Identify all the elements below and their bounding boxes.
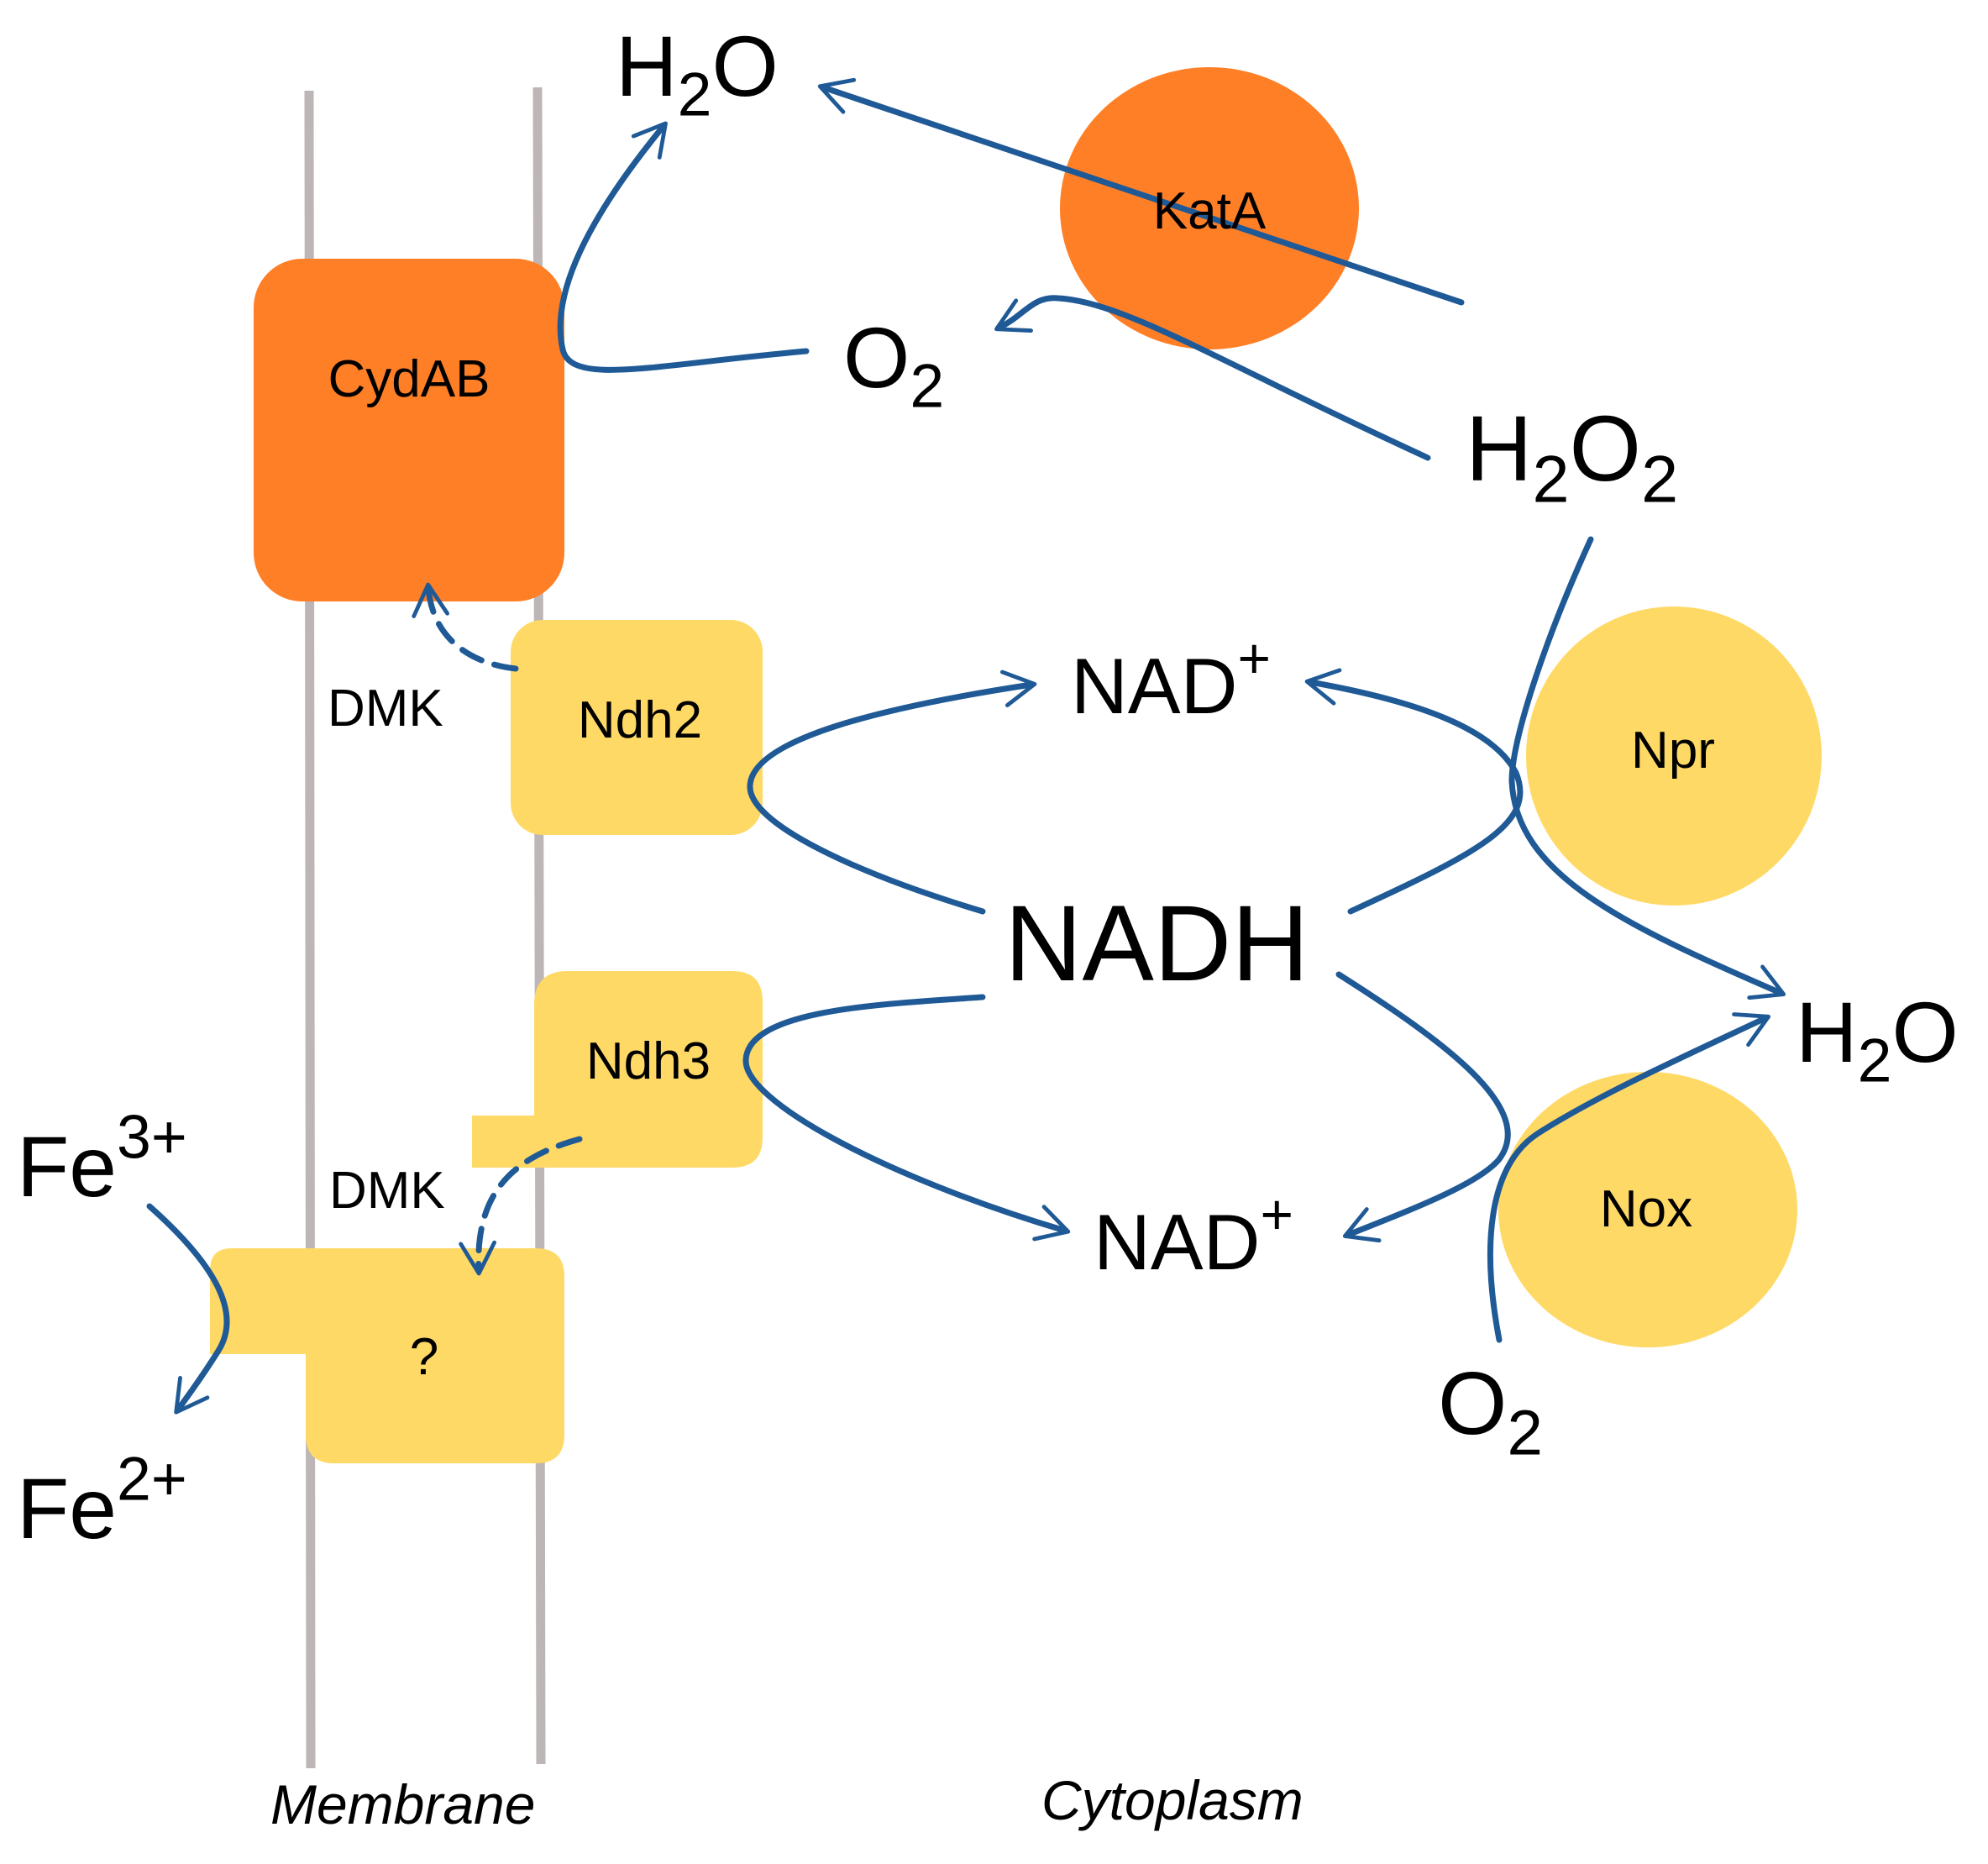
fe3-plus: Fe3+ xyxy=(17,1102,187,1215)
npr-enzyme xyxy=(1526,606,1822,906)
unknown-complex xyxy=(210,1248,564,1463)
ndh3-label: Ndh3 xyxy=(585,1032,711,1090)
arrow-nadh-to-nad-npr xyxy=(1304,668,1524,915)
dmk-label-top: DMK xyxy=(328,680,443,738)
kata-label: KatA xyxy=(1152,182,1267,240)
arrow-fe3-to-fe2 xyxy=(146,1203,230,1415)
h2o-right: H2O xyxy=(1796,985,1959,1095)
arrow-nadh-to-nad-nox xyxy=(1335,971,1511,1243)
dashed-arrow-ndh2-to-cydab xyxy=(412,582,519,672)
dmk-label-bottom: DMK xyxy=(329,1162,445,1220)
nad-plus-bottom: NAD+ xyxy=(1094,1184,1293,1286)
dashed-arrow-ndh3-to-unknown xyxy=(459,1136,583,1276)
membrane-region-label: Membrane xyxy=(270,1773,536,1835)
o2-bottom: O2 xyxy=(1438,1354,1543,1469)
nox-enzyme xyxy=(1498,1072,1797,1347)
nox-label: Nox xyxy=(1599,1180,1693,1238)
o2-middle: O2 xyxy=(843,310,945,421)
arrow-nadh-to-nad-ndh2 xyxy=(747,669,1037,915)
cydab-complex xyxy=(254,259,564,601)
cytoplasm-region-label: Cytoplasm xyxy=(1041,1769,1303,1831)
ndh2-label: Ndh2 xyxy=(577,691,703,749)
kata-enzyme xyxy=(1060,67,1359,349)
nad-plus-top: NAD+ xyxy=(1071,627,1271,730)
nadh: NADH xyxy=(1004,884,1309,1004)
arrow-h2o2-to-h2o-kata xyxy=(817,77,1465,306)
arrow-o2-to-h2o-nox xyxy=(1487,1012,1771,1343)
npr-label: Npr xyxy=(1631,722,1715,780)
arrow-cydab-to-h2o xyxy=(557,121,810,373)
arrow-h2o2-to-o2-kata xyxy=(994,295,1431,461)
arrow-h2o2-to-h2o-npr xyxy=(1508,536,1786,1000)
cydab-label: CydAB xyxy=(328,350,490,408)
fe2-plus: Fe2+ xyxy=(17,1444,187,1557)
ndh2-complex xyxy=(511,620,763,835)
arrow-nadh-to-nad-ndh3 xyxy=(742,994,1071,1242)
ndh3-complex xyxy=(472,971,763,1168)
h2o-top: H2O xyxy=(616,18,779,129)
unknown-label: ? xyxy=(409,1328,439,1386)
h2o2: H2O2 xyxy=(1466,397,1679,517)
